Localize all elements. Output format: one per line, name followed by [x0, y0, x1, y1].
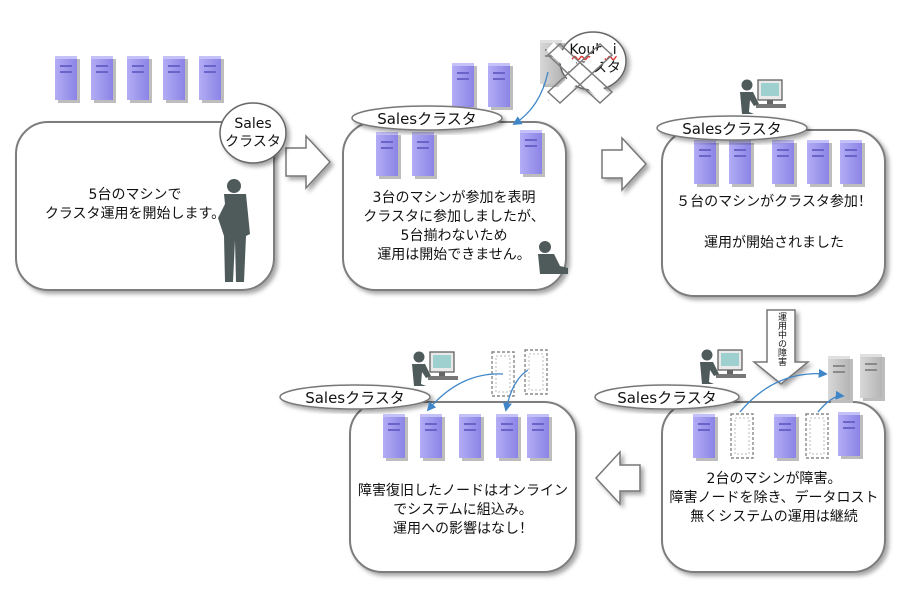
idle-server-3 [127, 56, 152, 103]
panel-3-line-3: 運用が開始されました [704, 234, 844, 251]
panel4-removed-server-2 [860, 354, 885, 401]
waiting-person-icon [538, 241, 568, 274]
panel-3-label-ellipse [656, 115, 808, 141]
figure-layer [218, 79, 786, 386]
panel5-server-4 [496, 414, 521, 461]
panel3-server-2 [729, 140, 754, 187]
panel-5-line-1: 障害復旧したノードはオンライン [358, 483, 568, 499]
flow-arrow-3-to-4 [751, 309, 811, 385]
connector-panel5-recover-1 [426, 373, 504, 412]
panel5-recovered-server-2 [524, 349, 548, 395]
panel-4-label-ellipse [594, 384, 740, 410]
panel-1-box [15, 121, 275, 291]
panel3-server-3 [772, 140, 797, 187]
panel-5-line-2: でシステムに組込み。 [393, 501, 533, 518]
panel-4-text: 2台のマシンが障害。 障害ノードを除き、データロスト 無くシステムの運用は継続 [664, 470, 884, 527]
idle-server-5 [199, 56, 224, 103]
panel-5-label-ellipse [279, 384, 431, 410]
panel-2-line-2: クラスタに参加しましたが、 [363, 208, 545, 225]
panel5-operator-icon [412, 351, 458, 386]
panel-3-line-1: ５台のマシンがクラスタ参加！ [676, 194, 872, 210]
panel4-server-2 [774, 414, 799, 461]
panel4-server-1 [693, 414, 718, 461]
panel-3-label: Salesクラスタ [682, 120, 782, 138]
flow-arrow-4-to-5 [594, 450, 641, 506]
panel-1-line-1: 5台のマシンで [88, 187, 182, 203]
panel-4-line-2: 障害ノードを除き、データロスト [669, 489, 879, 506]
panel3-operator-icon [740, 79, 786, 114]
connector-panel4-fail-2 [817, 390, 845, 413]
panel3-server-5 [840, 140, 865, 187]
panel-4-line-1: 2台のマシンが障害。 [706, 471, 842, 487]
server-layer [55, 40, 885, 461]
sales-cluster-bubble [219, 102, 287, 164]
panel2-server-3 [520, 130, 545, 177]
panel-1-text: 5台のマシンで クラスタ運用を開始します。 [20, 186, 250, 224]
flow-arrow-1-to-2 [285, 134, 332, 190]
panel2-waiting-server-2 [488, 63, 513, 110]
panel-5-text: 障害復旧したノードはオンライン でシステムに組込み。 運用への影響はなし！ [352, 482, 574, 539]
down-arrow-label: 運用中の障害 [776, 312, 786, 366]
panel4-failed-server-2 [805, 413, 829, 459]
panel4-server-3 [838, 412, 863, 459]
sales-bubble-line-2: クラスタ [225, 134, 281, 150]
panel-2-line-1: 3台のマシンが参加を表明 [372, 190, 536, 206]
panel3-server-1 [694, 140, 719, 187]
sales-bubble-line-1: Sales [234, 116, 272, 132]
panel-2-line-3: 5台揃わないため [400, 227, 508, 244]
panel5-server-3 [459, 414, 484, 461]
panel4-operator-icon [700, 349, 746, 384]
panel2-server-1 [376, 132, 401, 179]
panel-1-line-2: クラスタ運用を開始します。 [44, 205, 226, 222]
panel3-server-4 [807, 140, 832, 187]
sales-bubble-text: Sales クラスタ [222, 115, 284, 151]
idle-server-2 [91, 56, 116, 103]
presenter-person-icon [218, 179, 250, 282]
panel-2-line-4: 運用は開始できません。 [377, 246, 531, 263]
panel-2-label: Salesクラスタ [377, 110, 477, 128]
panel2-waiting-server-1 [452, 63, 477, 110]
panel-5-line-3: 運用への影響はなし！ [393, 520, 533, 537]
panel-4-line-3: 無くシステムの運用は継続 [690, 508, 858, 525]
panel-5-label: Salesクラスタ [305, 389, 405, 407]
flow-arrow-2-to-3 [601, 136, 648, 192]
panel-4-label: Salesクラスタ [617, 389, 717, 407]
panel5-server-2 [420, 414, 445, 461]
panel-3-line-2 [664, 212, 884, 232]
idle-server-1 [55, 56, 80, 103]
koubai-bubble-text: Koubai クラスタ [562, 41, 624, 77]
koubai-bubble-line-2: クラスタ [565, 60, 621, 76]
koubai-bubble-line-1: Koubai [569, 42, 617, 58]
panel4-failed-server-1 [730, 413, 754, 459]
panel5-server-1 [383, 414, 408, 461]
panel5-server-5 [527, 414, 552, 461]
panel-2-text: 3台のマシンが参加を表明 クラスタに参加しましたが、 5台揃わないため 運用は開… [345, 189, 563, 265]
panel-2-label-ellipse [351, 105, 503, 131]
panel2-server-2 [412, 132, 437, 179]
idle-server-4 [163, 56, 188, 103]
connector-panel4-fail-1 [739, 368, 828, 413]
panel-3-text: ５台のマシンがクラスタ参加！ 運用が開始されました [664, 192, 884, 253]
connector-panel5-recover-2 [502, 369, 529, 412]
